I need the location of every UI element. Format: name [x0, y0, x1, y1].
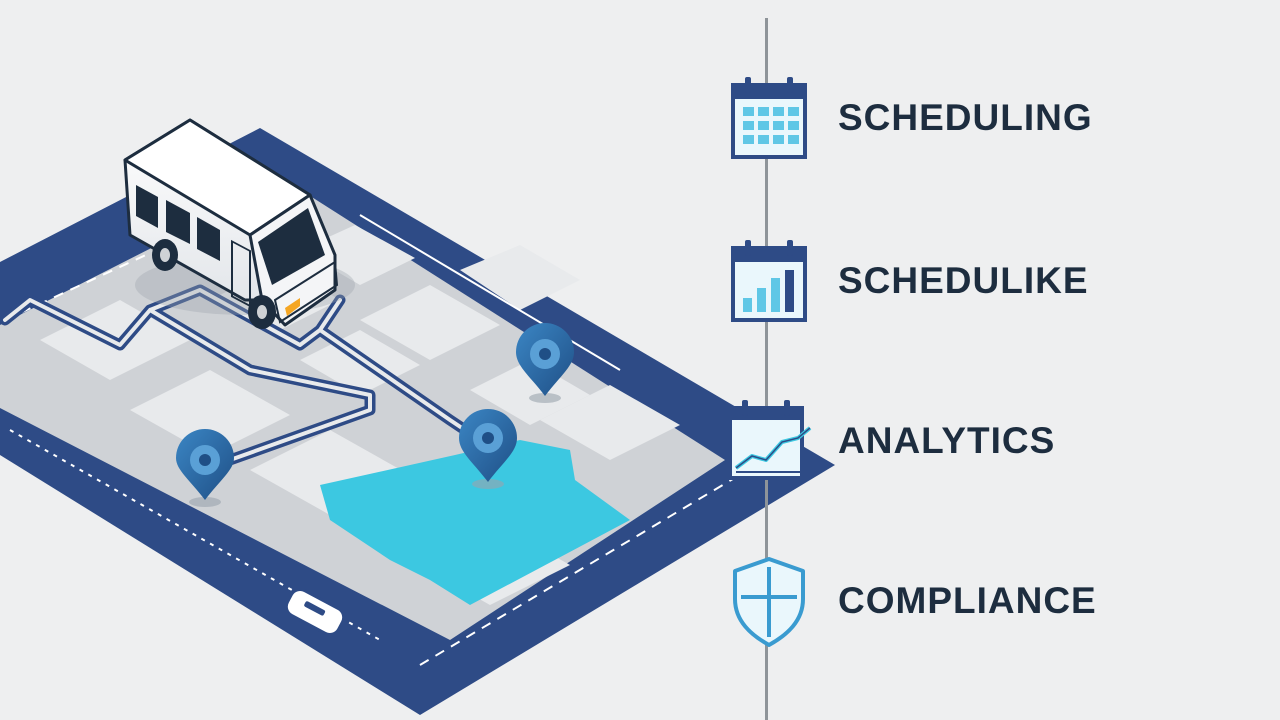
- shuttle-van: [123, 118, 355, 329]
- feature-schedulike: SCHEDULIKE: [726, 236, 1266, 326]
- calendar-grid-icon: [726, 73, 812, 163]
- map-pin: [459, 408, 518, 489]
- feature-label: SCHEDULIKE: [838, 260, 1089, 301]
- feature-scheduling: SCHEDULING: [726, 73, 1266, 163]
- shield-icon: [726, 556, 812, 647]
- feature-label: ANALYTICS: [838, 420, 1056, 461]
- feature-compliance: COMPLIANCE: [726, 556, 1266, 647]
- feature-label: COMPLIANCE: [838, 580, 1097, 621]
- feature-label: SCHEDULING: [838, 97, 1093, 138]
- map-badge: [284, 588, 346, 636]
- feature-analytics: ANALYTICS: [726, 396, 1266, 486]
- map-board: [0, 128, 835, 715]
- map-pin: [516, 323, 574, 403]
- map-pin: [176, 429, 234, 507]
- calendar-line-chart-icon: [726, 396, 812, 486]
- timeline-divider: [765, 18, 768, 720]
- calendar-bar-chart-icon: [726, 236, 812, 326]
